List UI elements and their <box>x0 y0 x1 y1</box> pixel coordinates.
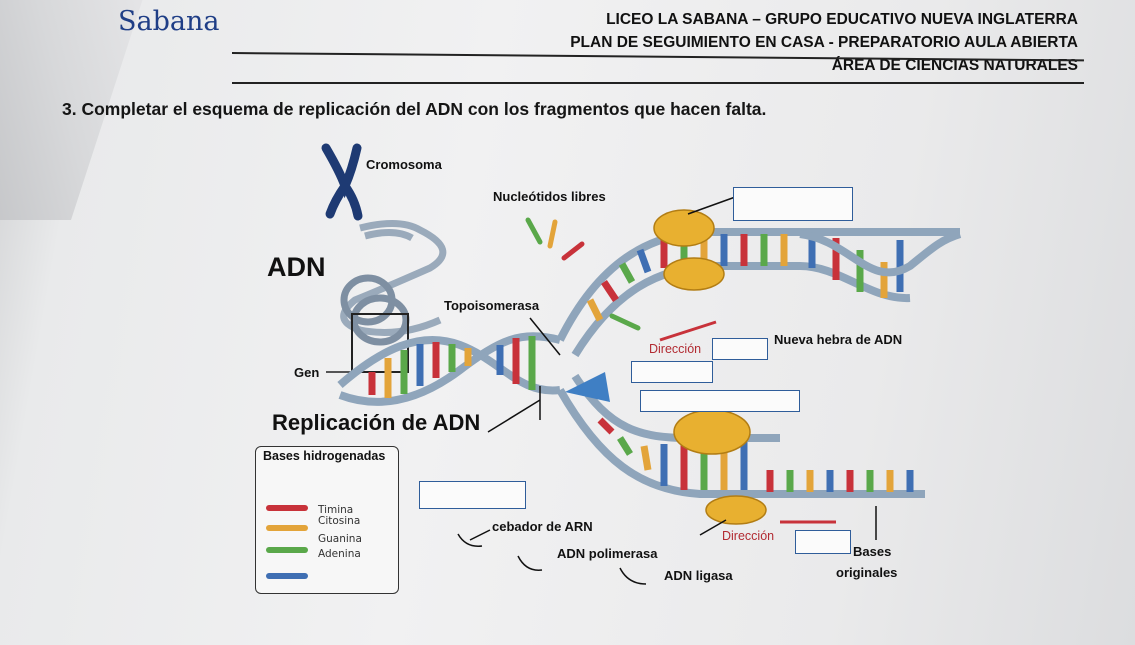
label-direccion-bottom: Dirección <box>722 529 775 543</box>
header-line-2: PLAN DE SEGUIMIENTO EN CASA - PREPARATOR… <box>570 34 1078 51</box>
label-nucleotidos-libres: Nucleótidos libres <box>493 189 606 204</box>
lower-helix-left <box>337 332 561 406</box>
legend-label-citosina: Citosina <box>318 515 361 527</box>
label-adn: ADN <box>267 252 326 282</box>
chromosome-icon <box>321 143 363 221</box>
label-nueva-hebra: Nueva hebra de ADN <box>774 332 903 347</box>
document-header: LICEO LA SABANA – GRUPO EDUCATIVO NUEVA … <box>570 8 1078 77</box>
answer-box-direccion-top[interactable] <box>712 338 768 360</box>
label-adn-polimerasa: ADN polimerasa <box>557 546 658 561</box>
header-line-1: LICEO LA SABANA – GRUPO EDUCATIVO NUEVA … <box>606 11 1078 28</box>
legend-swatch-guanina <box>266 547 308 553</box>
header-line-3: ÁREA DE CIENCIAS NATURALES <box>831 57 1078 74</box>
legend-label-guanina: Guanina <box>318 533 362 545</box>
question-text: 3. Completar el esquema de replicación d… <box>62 99 767 119</box>
label-originales: originales <box>836 565 898 580</box>
label-gen: Gen <box>294 365 320 380</box>
answer-box-1[interactable] <box>733 187 853 221</box>
label-adn-ligasa: ADN ligasa <box>664 568 733 583</box>
answer-box-2[interactable] <box>631 361 713 383</box>
school-logo-text: Sabana <box>118 6 220 37</box>
legend-swatch-citosina <box>266 525 308 531</box>
answer-box-direccion-bottom[interactable] <box>795 530 851 554</box>
label-topoisomerasa: Topoisomerasa <box>444 298 540 313</box>
polymerase-enzyme-icon <box>673 409 767 525</box>
answer-box-3[interactable] <box>640 390 800 412</box>
label-replicacion-adn: Replicación de ADN <box>272 410 481 435</box>
free-nucleotides-icon <box>525 217 641 331</box>
dna-coil-icon <box>340 220 447 346</box>
leader-lines <box>457 195 877 585</box>
label-cromosoma: Cromosoma <box>366 157 442 172</box>
label-bases: Bases <box>853 544 892 559</box>
legend-swatch-timina <box>266 505 308 511</box>
legend-label-adenina: Adenina <box>318 548 361 560</box>
legend-swatch-adenina <box>266 573 308 579</box>
legend-label-timina: Timina <box>318 504 354 516</box>
legend-box: Bases hidrogenadas Timina Citosina Guani… <box>255 446 399 594</box>
helicase-enzyme-icon <box>653 209 725 291</box>
topoisomerase-icon <box>565 372 610 402</box>
legend-title: Bases hidrogenadas <box>263 449 386 463</box>
header-rule-bottom <box>232 82 1084 84</box>
label-cebador-arn: cebador de ARN <box>492 519 593 534</box>
label-direccion-top: Dirección <box>649 342 702 356</box>
answer-box-4[interactable] <box>419 481 526 509</box>
